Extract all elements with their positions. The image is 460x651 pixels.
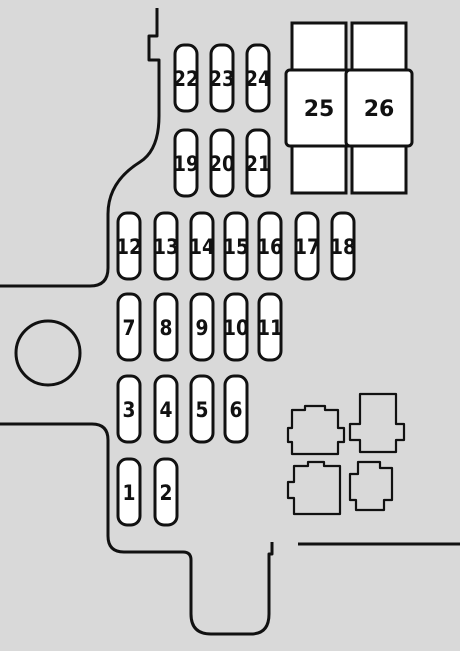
fuse-12: 12	[116, 211, 142, 281]
fuse-label: 1	[123, 481, 136, 505]
fuse-18: 18	[330, 211, 356, 281]
fuse-7: 7	[116, 292, 142, 362]
fuse-body	[223, 374, 249, 444]
fuse-body	[153, 292, 179, 362]
fuse-body	[189, 374, 215, 444]
fuse-1: 1	[116, 457, 142, 527]
relay-socket-2	[348, 392, 406, 454]
fuse-label: 5	[196, 398, 209, 422]
fuse-20: 20	[209, 128, 235, 198]
fuse-label: 7	[123, 316, 136, 340]
fuse-body	[153, 457, 179, 527]
fuse-body	[153, 211, 179, 281]
fuse-label: 4	[160, 398, 173, 422]
fuse-21: 21	[245, 128, 271, 198]
fuse-label: 14	[189, 235, 215, 259]
fuse-body	[245, 43, 271, 113]
fuse-label: 11	[257, 316, 283, 340]
fuse-5: 5	[189, 374, 215, 444]
fuse-label: 12	[116, 235, 142, 259]
mounting-hole	[14, 319, 82, 387]
fuse-body	[344, 68, 414, 148]
relay-socket-3	[286, 460, 342, 516]
fuse-11: 11	[257, 292, 283, 362]
fuse-label: 19	[173, 152, 199, 176]
fuse-body	[116, 292, 142, 362]
fuse-label: 24	[245, 67, 271, 91]
fuse-label: 15	[223, 235, 249, 259]
fuse-14: 14	[189, 211, 215, 281]
large-fuse-layer: 25 26	[284, 21, 414, 195]
fuse-body	[209, 43, 235, 113]
fuse-label: 26	[364, 97, 395, 122]
fuse-body	[189, 292, 215, 362]
fuse-3: 3	[116, 374, 142, 444]
fuse-body	[257, 211, 283, 281]
fuse-2: 2	[153, 457, 179, 527]
fuse-body	[245, 128, 271, 198]
fuse-body	[116, 457, 142, 527]
fuse-body	[294, 211, 320, 281]
fuse-label: 2	[160, 481, 173, 505]
fuse-body	[116, 374, 142, 444]
fuse-label: 18	[330, 235, 356, 259]
fuse-body	[153, 374, 179, 444]
fuse-body	[116, 211, 142, 281]
fuse-15: 15	[223, 211, 249, 281]
fuse-body	[223, 292, 249, 362]
relay-layer	[286, 392, 406, 516]
fuse-label: 8	[160, 316, 173, 340]
fuse-19: 19	[173, 128, 199, 198]
fuse-label: 17	[294, 235, 320, 259]
fuse-6: 6	[223, 374, 249, 444]
relay-socket-1	[286, 404, 346, 456]
fuse-16: 16	[257, 211, 283, 281]
housing-outline	[0, 8, 460, 636]
fuse-26: 26	[344, 21, 414, 195]
fuse-10: 10	[223, 292, 249, 362]
fuse-body	[173, 43, 199, 113]
fuse-body	[330, 211, 356, 281]
fuse-label: 6	[230, 398, 243, 422]
fuse-body	[257, 292, 283, 362]
fuse-label: 22	[173, 67, 199, 91]
fuse-24: 24	[245, 43, 271, 113]
fuse-body	[223, 211, 249, 281]
fuse-label: 16	[257, 235, 283, 259]
fuse-body	[189, 211, 215, 281]
fuse-4: 4	[153, 374, 179, 444]
fuse-label: 23	[209, 67, 235, 91]
fuse-17: 17	[294, 211, 320, 281]
fuse-body	[173, 128, 199, 198]
fuse-23: 23	[209, 43, 235, 113]
fuse-8: 8	[153, 292, 179, 362]
fuse-label: 3	[123, 398, 136, 422]
fuse-label: 20	[209, 152, 235, 176]
fuse-13: 13	[153, 211, 179, 281]
fuse-9: 9	[189, 292, 215, 362]
fuse-label: 25	[304, 97, 335, 122]
fuse-label: 10	[223, 316, 249, 340]
fuse-25: 25	[284, 21, 354, 195]
fuse-label: 13	[153, 235, 179, 259]
fuse-label: 21	[245, 152, 271, 176]
fuse-body	[209, 128, 235, 198]
relay-socket-4	[348, 460, 394, 512]
fuse-22: 22	[173, 43, 199, 113]
fuse-label: 9	[196, 316, 209, 340]
